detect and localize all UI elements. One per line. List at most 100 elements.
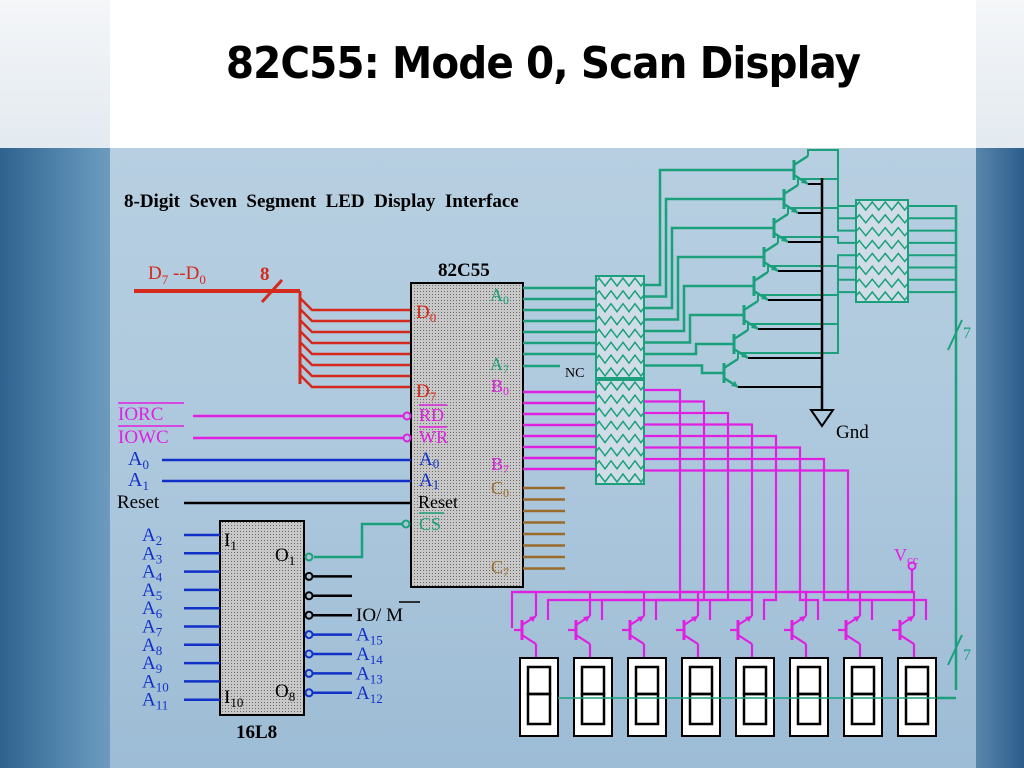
ppi-name: 82C55 — [438, 260, 490, 281]
input-iowc: IOWC — [118, 427, 169, 448]
segment-lower — [688, 692, 714, 726]
resistor — [595, 459, 645, 471]
resistor — [595, 393, 645, 405]
pal-address-label: A4 — [142, 562, 163, 585]
input-iorc: IORC — [118, 404, 163, 425]
transistor-collector — [783, 183, 799, 196]
resistor — [855, 252, 909, 263]
transistor-arrow — [761, 294, 768, 300]
pal-output-bubble — [304, 571, 314, 581]
transistor-collector — [773, 212, 789, 225]
pal-output-bubble — [304, 552, 314, 562]
segment-lower — [580, 692, 606, 726]
transistor-arrow — [751, 323, 758, 329]
resistor — [855, 277, 909, 289]
segment-drive-line — [644, 313, 744, 344]
data-bus-line — [299, 330, 411, 345]
pal-i1: I1 — [224, 530, 237, 553]
resistor-bank — [595, 379, 645, 485]
input-a1: A1 — [128, 469, 149, 493]
transistor-arrow — [801, 178, 808, 184]
data-bus-line — [299, 341, 411, 356]
digit-transistor-arrow — [691, 616, 698, 622]
segment-drive-line — [644, 197, 784, 298]
transistor-arrow — [731, 381, 738, 387]
input-a0: A0 — [128, 448, 149, 472]
resistor — [595, 472, 645, 484]
transistor-collector — [723, 357, 739, 370]
segment-lower — [796, 692, 822, 726]
digit-transistor-collector — [737, 634, 753, 645]
resistor — [595, 446, 645, 457]
title-panel — [110, 0, 976, 148]
data-bus-line — [299, 363, 411, 378]
pin-reset: Reset — [418, 492, 458, 512]
digit-transistor-collector — [791, 634, 807, 645]
digit-transistor-collector — [899, 634, 915, 645]
segment-drive-line — [644, 255, 764, 321]
upper-address-label: A15 — [356, 625, 383, 648]
pin-pa7: A7 — [490, 354, 509, 376]
pal-address-label: A7 — [142, 617, 163, 640]
pin-d0: D0 — [416, 302, 436, 325]
pin-wr: WR — [419, 427, 448, 447]
digit-transistor-collector — [521, 634, 537, 645]
transistor-arrow — [781, 236, 788, 242]
pal-output-bubble — [304, 649, 314, 659]
pal-output-bubble — [304, 610, 314, 620]
digit-select-line — [644, 446, 820, 620]
transistor-arrow — [771, 265, 778, 271]
resistor — [595, 315, 645, 326]
resistor — [855, 239, 909, 250]
pal-address-label: A10 — [142, 671, 169, 694]
digit-transistor-arrow — [853, 616, 860, 622]
resistor — [595, 276, 645, 288]
resistor — [855, 226, 909, 237]
resistor — [595, 289, 645, 301]
digit-transistor-arrow — [529, 616, 536, 622]
vcc-rail — [510, 570, 914, 628]
resistor — [855, 213, 909, 225]
resistor — [595, 433, 645, 444]
vcc-label: Vcc — [894, 545, 919, 567]
upper-address-label: A12 — [356, 683, 383, 706]
resistor — [855, 290, 909, 302]
pin-pc7: C7 — [491, 557, 509, 579]
data-bus-line — [299, 297, 411, 312]
pal-output-bubble — [304, 688, 314, 698]
slide-title: 82C55: Mode 0, Scan Display — [225, 38, 861, 89]
data-bus-label: D7 --D0 — [148, 263, 206, 287]
pin-cs: CS — [419, 514, 441, 534]
digit-emitter-line — [840, 590, 862, 616]
data-bus-line — [299, 374, 411, 389]
input-reset: Reset — [117, 492, 160, 513]
seven-segment-digits — [510, 570, 937, 737]
segment-drivers — [722, 149, 956, 389]
pal-i10: I10 — [224, 687, 243, 710]
transistor-collector — [753, 270, 769, 283]
svg-text:7: 7 — [963, 325, 971, 342]
pin-d7: D7 — [416, 381, 437, 404]
digit-select-line — [644, 457, 874, 620]
digit-emitter-line — [570, 590, 592, 616]
pal-address-label: A8 — [142, 635, 162, 658]
segment-lower — [526, 692, 552, 726]
resistor — [595, 328, 645, 339]
segment-drive-line — [644, 284, 754, 333]
transistor-arrow — [791, 207, 798, 213]
segment-drive-line — [644, 168, 794, 287]
pal-16l8: I1 I10 O1 O8 16L8 A2A3A4A5A6A7A8A9A10A11… — [142, 520, 420, 743]
segment-drive-line — [644, 342, 734, 356]
data-bus-line — [299, 308, 411, 323]
digit-emitter-line — [786, 590, 808, 616]
resistor — [855, 265, 909, 276]
resistor-bank — [595, 275, 645, 379]
pal-o1: O1 — [275, 545, 295, 568]
pal-address-label: A6 — [142, 598, 163, 621]
digit-transistor-collector — [683, 634, 699, 645]
pal-address-label: A2 — [142, 525, 162, 548]
segment-lower — [634, 692, 660, 726]
digit-transistor-collector — [629, 634, 645, 645]
pal-name: 16L8 — [236, 722, 277, 743]
